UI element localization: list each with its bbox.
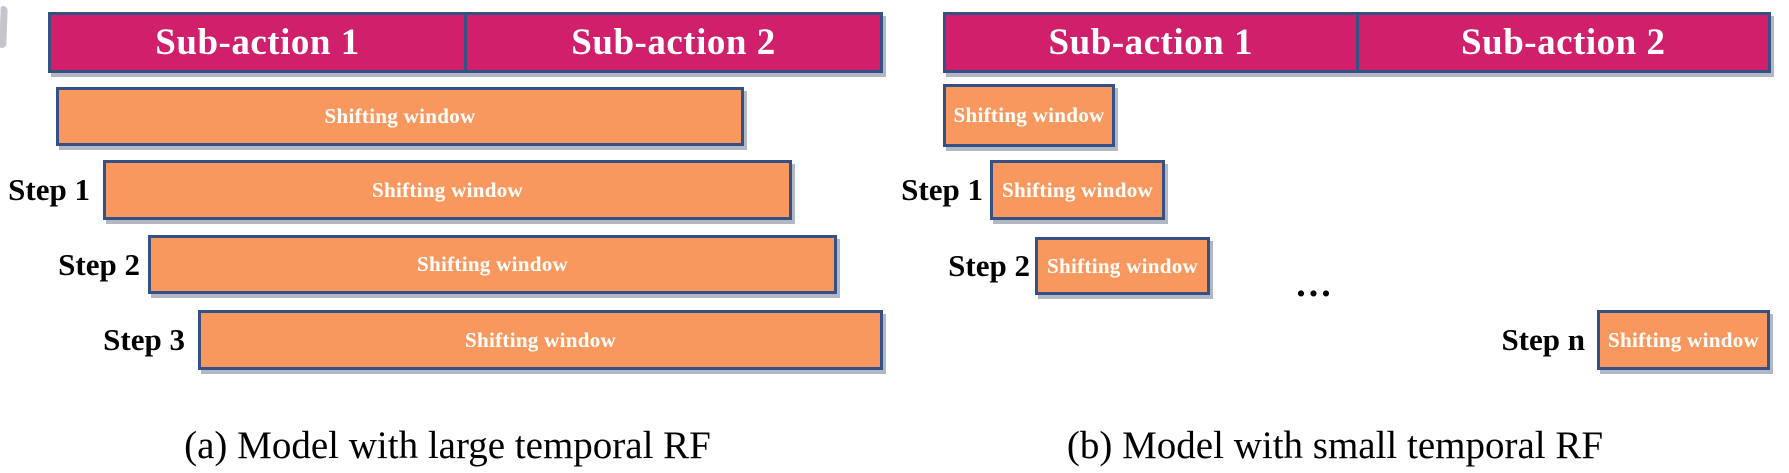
shifting-window-label: Shifting window bbox=[1608, 327, 1759, 352]
shifting-window-label: Shifting window bbox=[953, 103, 1105, 127]
panel-a-shifting-window-2: Shifting window bbox=[148, 235, 837, 294]
panel-b-caption: (b) Model with small temporal RF bbox=[1066, 424, 1604, 467]
panel-b-step-1-label: Step 1 bbox=[901, 172, 983, 207]
panel-a-caption: (a) Model with large temporal RF bbox=[184, 424, 711, 467]
shifting-window-label: Shifting window bbox=[1002, 177, 1153, 202]
panel-b-ellipsis: ... bbox=[1296, 263, 1334, 305]
shifting-window-label: Shifting window bbox=[1047, 253, 1198, 278]
panel-a-step-3-label: Step 3 bbox=[103, 322, 185, 357]
panel-a-sub-action-header: Sub-action 1 Sub-action 2 bbox=[48, 12, 883, 73]
panel-b-shifting-window-0: Shifting window bbox=[943, 84, 1115, 147]
panel-b-sub-action-header: Sub-action 1 Sub-action 2 bbox=[943, 12, 1771, 73]
cropped-edge-mark bbox=[0, 5, 8, 49]
panel-b-shifting-window-n: Shifting window bbox=[1597, 310, 1770, 370]
shifting-window-label: Shifting window bbox=[324, 104, 476, 128]
shifting-window-label: Shifting window bbox=[372, 177, 523, 202]
panel-b-sub-action-2: Sub-action 2 bbox=[1355, 15, 1769, 70]
panel-a-sub-action-1: Sub-action 1 bbox=[155, 22, 360, 63]
panel-a-shifting-window-3: Shifting window bbox=[198, 310, 883, 370]
shifting-window-label: Shifting window bbox=[465, 327, 616, 352]
panel-a-shifting-window-0: Shifting window bbox=[56, 87, 744, 146]
panel-b-step-2-label: Step 2 bbox=[948, 248, 1030, 283]
shifting-window-label: Shifting window bbox=[417, 252, 568, 276]
panel-b-shifting-window-2: Shifting window bbox=[1035, 237, 1210, 295]
panel-b-shifting-window-1: Shifting window bbox=[990, 160, 1165, 220]
panel-b-step-n-label: Step n bbox=[1501, 322, 1585, 357]
panel-a-step-2-label: Step 2 bbox=[58, 246, 140, 282]
panel-a-step-1-label: Step 1 bbox=[8, 172, 90, 207]
panel-a-sub-action-2: Sub-action 2 bbox=[464, 15, 880, 70]
panel-b-sub-action-1: Sub-action 1 bbox=[1048, 22, 1253, 63]
panel-a-shifting-window-1: Shifting window bbox=[103, 160, 792, 220]
